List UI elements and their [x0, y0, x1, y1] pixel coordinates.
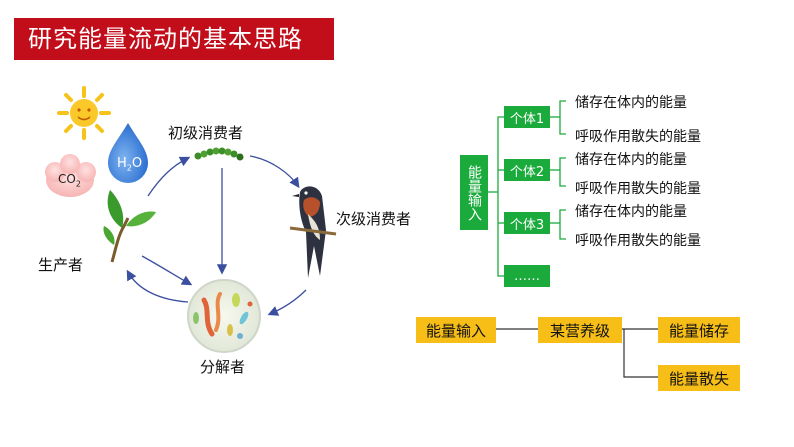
decomposer-dish-icon — [187, 279, 261, 353]
water-drop-icon — [108, 123, 148, 183]
swallow-bird-icon — [289, 186, 337, 278]
individual-3-loss-text: 呼吸作用散失的能量 — [575, 233, 701, 249]
individual-3-box: 个体3 — [504, 212, 550, 234]
plant-sprout-icon — [103, 190, 156, 263]
flow-trophic-level-box: 某营养级 — [538, 317, 622, 343]
individual-1-store-text: 储存在体内的能量 — [575, 95, 687, 111]
sun-icon — [57, 86, 111, 140]
primary-consumer-label: 初级消费者 — [168, 124, 244, 142]
individual-3-store-text: 储存在体内的能量 — [575, 204, 687, 220]
flow-energy-input-box: 能量输入 — [416, 317, 496, 343]
secondary-consumer-label: 次级消费者 — [336, 210, 412, 228]
individual-2-box: 个体2 — [504, 159, 550, 181]
individual-2-store-text: 储存在体内的能量 — [575, 152, 687, 168]
flow-energy-loss-box: 能量散失 — [658, 365, 740, 391]
co2-cloud-icon — [45, 154, 96, 197]
caterpillar-icon — [194, 147, 244, 161]
individual-2-loss-text: 呼吸作用散失的能量 — [575, 181, 701, 197]
energy-input-root-box: 能量输入 — [460, 155, 488, 230]
page-title: 研究能量流动的基本思路 — [14, 18, 334, 60]
h2o-label: H2O — [117, 156, 143, 173]
cycle-arrows — [126, 155, 307, 316]
decomposer-label: 分解者 — [200, 358, 246, 376]
individual-1-loss-text: 呼吸作用散失的能量 — [575, 129, 701, 145]
flow-energy-storage-box: 能量储存 — [658, 317, 740, 343]
individual-1-box: 个体1 — [504, 106, 550, 128]
more-individuals-box: …… — [504, 265, 550, 287]
producer-label: 生产者 — [38, 256, 84, 274]
co2-label: CO2 — [58, 172, 81, 189]
